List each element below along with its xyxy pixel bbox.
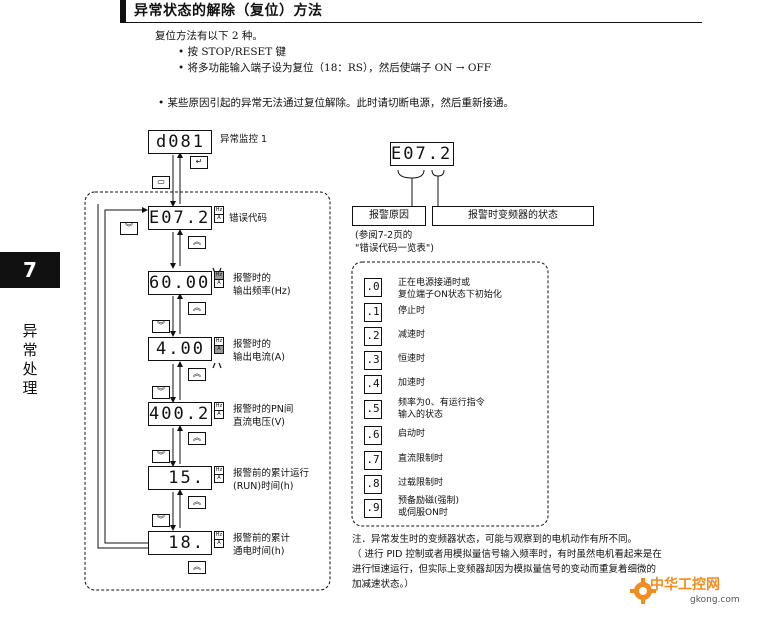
legend-display: E07.2 (390, 142, 454, 166)
up-key-icon[interactable]: ︽ (188, 561, 206, 574)
intro-bullet-stop-reset: • 按 STOP/RESET 键 (178, 46, 287, 58)
note-line-1: 注．异常发生时的变频器状态，可能与观察到的电机动作有所不同。 (352, 534, 638, 545)
down-key-icon[interactable]: ︾ (152, 514, 170, 527)
note-line-4: 加减速状态。） (352, 579, 414, 590)
up-key-icon[interactable]: ︽ (188, 432, 206, 445)
intro-bullet-power: • 某些原因引起的异常无法通过复位解除。此时请切断电源，然后重新接通。 (158, 97, 515, 109)
gear-logo-icon (630, 578, 656, 604)
chapter-title-vertical: 异常 处理 (22, 322, 38, 397)
down-key-icon[interactable]: ︾ (152, 450, 170, 463)
reference-note-2: "错误代码一览表") (355, 243, 434, 254)
monitor-label: 异常监控 1 (220, 134, 268, 145)
intro-line: 复位方法有以下 2 种。 (155, 30, 263, 42)
func-key-icon[interactable]: ▭ (152, 176, 170, 189)
up-key-icon[interactable]: ︽ (188, 302, 206, 315)
cause-box: 报警原因 (352, 206, 426, 226)
state-box: 报警时变频器的状态 (432, 206, 594, 226)
title-underline (120, 22, 702, 23)
down-key-icon[interactable]: ︾ (152, 386, 170, 399)
intro-bullet-terminal: • 将多功能输入端子设为复位（18：RS），然后使端子 ON → OFF (178, 62, 492, 74)
watermark-url[interactable]: gkong.com (690, 595, 740, 605)
up-key-icon[interactable]: ︽ (188, 236, 206, 249)
section-title: 异常状态的解除（复位）方法 (134, 3, 323, 19)
note-line-2: （ 进行 PID 控制或者用模拟量信号输入频率时，有时虽然电机看起来是在 (352, 549, 662, 560)
down-key-icon[interactable]: ︾ (152, 320, 170, 333)
reference-note-1: (参阅7-2页的 (355, 230, 413, 241)
chapter-number: 7 (0, 252, 60, 288)
title-accent-bar (120, 0, 126, 22)
down-key-icon[interactable]: ︾ (120, 222, 138, 235)
enter-key-icon[interactable]: ↵ (190, 156, 208, 169)
up-key-icon[interactable]: ︽ (188, 368, 206, 381)
up-key-icon[interactable]: ︽ (188, 496, 206, 509)
lcd-error-code: E07.2 (148, 206, 212, 230)
note-line-3: 进行恒速运行，但实际上变频器却因为模拟量信号的变动而重复着细微的 (352, 564, 657, 575)
monitor-display: d081 (148, 130, 212, 154)
watermark-cn: 中华工控网 (650, 577, 720, 593)
